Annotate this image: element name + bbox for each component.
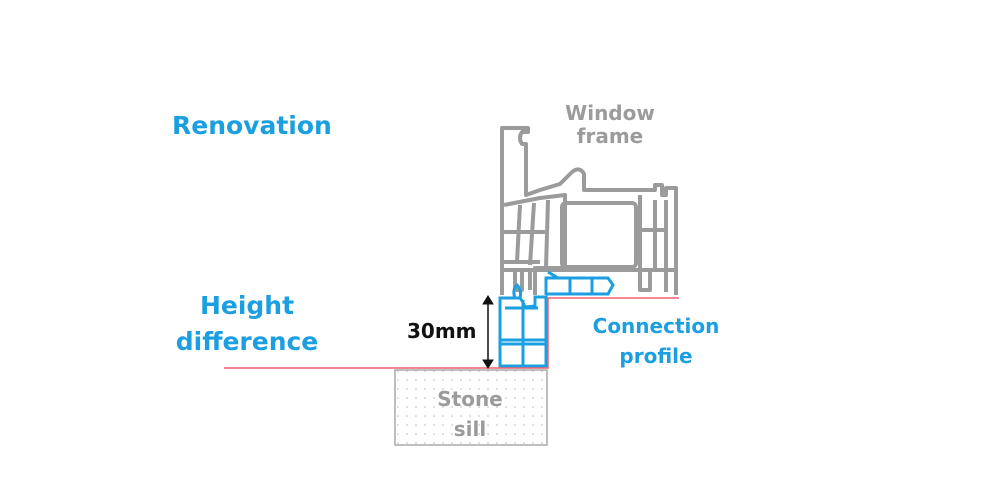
window-frame-label: Window frame — [550, 102, 670, 148]
title: Renovation — [172, 111, 332, 140]
connection-profile-line-2: profile — [619, 344, 693, 368]
height-difference-line-1: Height — [199, 291, 295, 320]
stone-sill-line-2: sill — [453, 417, 487, 441]
connection-profile-line-1: Connection — [592, 314, 720, 338]
height-difference-label: Height difference — [167, 288, 327, 360]
reference-line — [224, 297, 679, 369]
dimension-label: 30mm — [407, 319, 477, 343]
window-frame — [500, 126, 678, 295]
height-difference-line-2: difference — [175, 327, 319, 356]
dimension-arrow — [482, 295, 494, 369]
stone-sill-label: Stone sill — [420, 384, 520, 444]
connection-profile — [498, 270, 615, 368]
connection-profile-label: Connection profile — [580, 311, 732, 371]
window-frame-line-1: Window — [565, 101, 655, 125]
window-frame-line-2: frame — [576, 124, 644, 148]
stone-sill-line-1: Stone — [437, 387, 503, 411]
stone-sill — [394, 369, 548, 446]
